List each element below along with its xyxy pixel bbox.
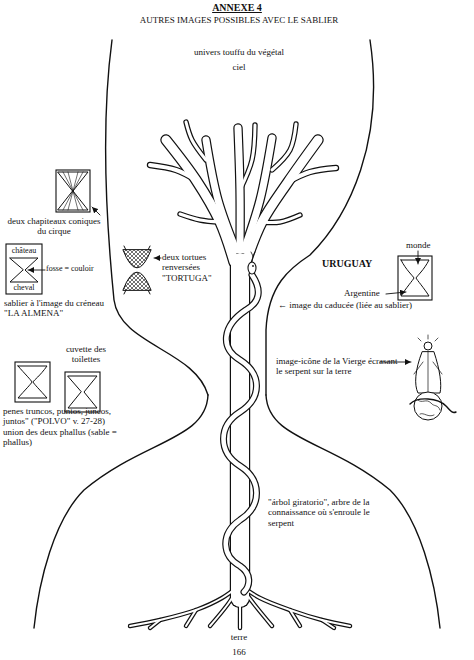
turtle-shell <box>123 250 151 268</box>
tree-root <box>240 585 350 626</box>
tent-stripe <box>68 172 73 191</box>
leader-arrow <box>28 270 45 271</box>
tree-branch <box>262 215 300 222</box>
tree-root <box>290 610 300 626</box>
figure-caption: penes truncos, puntos, juncos, juntos" (… <box>3 406 125 447</box>
toilet-hourglass <box>68 376 97 408</box>
turtle-shell <box>123 272 151 290</box>
tent-stripe <box>73 172 83 191</box>
leader-arrow <box>418 251 419 264</box>
tree-root <box>130 585 240 626</box>
tree-branch <box>206 140 236 250</box>
tree-root <box>322 620 334 628</box>
figure-part-label: cheval <box>6 283 42 292</box>
virgin-head <box>424 342 432 350</box>
figure-part-label: fosse = couloir <box>46 264 94 273</box>
annotation: ← image du caducée (liée au sablier) <box>278 300 412 310</box>
figure-caption: deux tortues renversées "TORTUGA" <box>162 252 218 283</box>
region-label: terre <box>2 632 474 642</box>
tent-stripe <box>73 191 78 210</box>
phallus-hourglass-box <box>15 362 50 402</box>
annex-title: ANNEXE 4 <box>0 2 474 14</box>
circus-tent <box>58 191 88 210</box>
tent-stripe <box>63 172 73 191</box>
castle-hourglass-box <box>6 244 42 294</box>
page-number: 166 <box>2 647 474 657</box>
tree-root <box>240 585 350 626</box>
region-label: univers touffu du végétal <box>2 47 474 57</box>
annotation: "árbol giratorio", arbre de la connaissa… <box>268 497 386 528</box>
figure-caption: image-icône de la Vierge écrasant le ser… <box>276 356 404 377</box>
hourglass-outline <box>266 395 440 628</box>
circus-hourglass-box <box>56 170 90 212</box>
tree-branch <box>272 124 296 170</box>
tent-stripe <box>73 191 83 210</box>
tent-stripe <box>68 191 73 210</box>
leader-arrow <box>92 207 100 215</box>
leader-arrow <box>154 258 161 259</box>
tent-stripe <box>73 172 78 191</box>
tree-root <box>150 620 160 628</box>
tree-branch <box>150 165 196 180</box>
phallus-hourglass <box>18 366 47 398</box>
tree-branch <box>186 122 206 160</box>
tree-branch <box>180 214 220 222</box>
country-label: URUGUAY <box>322 258 372 270</box>
figure-part-label: monde <box>406 240 431 250</box>
tree-branch <box>288 168 336 182</box>
figure-caption: sablier à l'image du créneau "LA ALMENA" <box>4 298 110 319</box>
tree-root <box>186 610 196 626</box>
globe-snake <box>410 399 456 413</box>
figure-caption: deux chapiteaux coniques du cirque <box>6 216 102 237</box>
uruguay-hourglass-box <box>398 256 432 300</box>
leader-arrow <box>386 292 406 294</box>
snake <box>224 275 259 592</box>
tree-branch <box>166 140 234 262</box>
tree-branch <box>272 124 296 170</box>
figure-part-label: château <box>6 246 42 255</box>
subtitle: AUTRES IMAGES POSSIBLES AVEC LE SABLIER <box>2 15 474 25</box>
snake-head <box>248 262 256 274</box>
tent-stripe <box>63 191 73 210</box>
globe-continents <box>418 400 440 416</box>
tree-branch <box>240 125 255 190</box>
virgin-lines <box>414 352 442 393</box>
hourglass-outline <box>266 40 374 395</box>
uruguay-hourglass <box>401 260 429 296</box>
region-label: ciel <box>2 62 474 72</box>
country-label: Argentine <box>344 288 380 298</box>
snake-eye <box>252 265 254 267</box>
snake-tongue <box>251 252 255 262</box>
turtle-legs <box>124 246 150 294</box>
circus-tent <box>58 172 88 191</box>
tree-branch <box>166 140 234 262</box>
figure-caption: cuvette des toilettes <box>56 344 116 365</box>
virgin-halo <box>418 335 438 341</box>
globe <box>414 392 442 420</box>
drawing <box>6 40 456 628</box>
snake <box>224 275 259 592</box>
tree-root <box>130 585 240 626</box>
